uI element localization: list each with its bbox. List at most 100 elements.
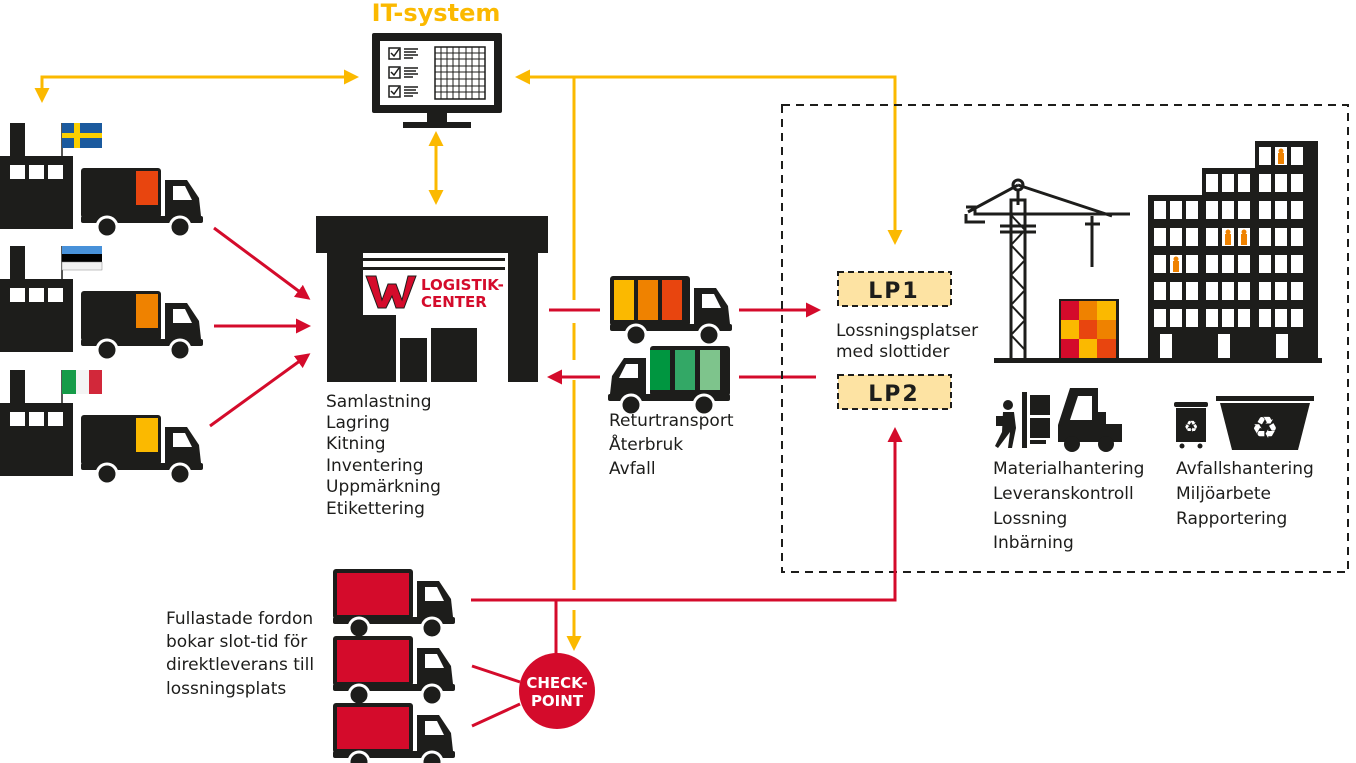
direct-delivery-caption: Fullastade fordon bokar slot-tid för dir… xyxy=(166,609,314,699)
waste-service-item: Avfallshantering xyxy=(1176,459,1314,479)
cargo-red-orange xyxy=(662,280,682,320)
unloading-caption-line2: med slottider xyxy=(836,342,950,362)
window xyxy=(1238,309,1250,327)
service-item: Kitning xyxy=(326,434,386,454)
worker-forklift-icon xyxy=(995,388,1122,452)
window xyxy=(1259,228,1271,246)
return-item: Återbruk xyxy=(609,433,683,455)
checkpoint-label-line1: CHECK- xyxy=(526,674,587,692)
caption-line: lossningsplats xyxy=(166,679,286,699)
info-flow-unloading xyxy=(515,69,903,245)
full-truck-1 xyxy=(331,567,457,640)
waste-services-list: Avfallshantering Miljöarbete Rapporterin… xyxy=(1176,459,1314,529)
material-service-item: Materialhantering xyxy=(993,459,1144,479)
window xyxy=(1206,309,1218,327)
flag-sweden-icon xyxy=(62,123,102,148)
door xyxy=(1218,334,1230,358)
supplier-sweden xyxy=(0,123,205,239)
goods-flow-to-lp2 xyxy=(471,427,903,602)
computer-monitor-icon xyxy=(372,33,502,128)
caption-line: direktleverans till xyxy=(166,655,314,675)
window xyxy=(1238,201,1250,219)
office-building-icon xyxy=(994,141,1322,363)
pallet-stack-icon xyxy=(1059,299,1119,360)
service-item: Samlastning xyxy=(326,392,432,412)
window xyxy=(1291,309,1303,327)
worker-icon xyxy=(1173,261,1179,272)
worker-head-icon xyxy=(1241,229,1247,235)
window xyxy=(1275,174,1287,192)
window xyxy=(1170,282,1182,300)
logistics-center-building-icon xyxy=(316,216,548,382)
worker-head-icon xyxy=(1278,148,1284,154)
caption-line: bokar slot-tid för xyxy=(166,632,307,652)
door xyxy=(1276,334,1288,358)
cargo-green-medium xyxy=(675,350,695,390)
window xyxy=(1259,282,1271,300)
logistics-center-services: Samlastning Lagring Kitning Inventering … xyxy=(326,392,441,519)
cargo-estonia xyxy=(136,294,158,328)
door xyxy=(1160,334,1172,358)
window xyxy=(1154,201,1166,219)
window xyxy=(1275,255,1287,273)
flag-estonia-icon xyxy=(61,246,103,271)
window xyxy=(1291,174,1303,192)
window xyxy=(1238,174,1250,192)
worker-icon xyxy=(1241,234,1247,245)
window xyxy=(1291,147,1303,165)
window xyxy=(1186,309,1198,327)
full-truck-2 xyxy=(331,634,457,707)
svg-text:♻: ♻ xyxy=(1252,411,1279,446)
supplier-estonia xyxy=(0,246,205,362)
goods-flow-sweden xyxy=(213,226,311,300)
window xyxy=(1238,255,1250,273)
window xyxy=(1186,255,1198,273)
checkpoint-feed-lines xyxy=(471,664,521,728)
window xyxy=(1259,174,1271,192)
cargo-green-dark xyxy=(650,350,670,390)
logistics-center-logo-line2: CENTER xyxy=(421,293,487,311)
unloading-caption-line1: Lossningsplatser xyxy=(836,321,978,341)
window xyxy=(1238,282,1250,300)
logistics-center-logo-line1: LOGISTIK- xyxy=(421,276,504,294)
window xyxy=(1186,282,1198,300)
recycling-containers-icon: ♻ ♻ xyxy=(1174,396,1314,450)
lp2-badge: LP2 xyxy=(837,374,952,410)
material-service-item: Lossning xyxy=(993,509,1067,529)
cargo-yellow xyxy=(614,280,634,320)
window xyxy=(1291,228,1303,246)
window xyxy=(1170,228,1182,246)
cargo-green-light xyxy=(700,350,720,390)
window xyxy=(1291,201,1303,219)
worker-head-icon xyxy=(1225,229,1231,235)
window xyxy=(1206,255,1218,273)
window xyxy=(1206,201,1218,219)
window xyxy=(1206,228,1218,246)
window xyxy=(1170,309,1182,327)
material-service-item: Leveranskontroll xyxy=(993,484,1134,504)
window xyxy=(1222,282,1234,300)
window xyxy=(1275,309,1287,327)
window xyxy=(1222,201,1234,219)
cargo-sweden xyxy=(136,171,158,205)
info-flow-suppliers xyxy=(34,69,359,103)
caption-line: Fullastade fordon xyxy=(166,609,313,629)
window xyxy=(1222,309,1234,327)
return-item: Avfall xyxy=(609,459,656,479)
cargo-italy xyxy=(136,418,158,452)
window xyxy=(1170,201,1182,219)
window xyxy=(1154,228,1166,246)
window xyxy=(1291,255,1303,273)
service-item: Etikettering xyxy=(326,499,425,519)
lp1-badge: LP1 xyxy=(837,271,952,307)
supplier-italy xyxy=(0,370,205,486)
cargo-red xyxy=(337,640,409,682)
worker-icon xyxy=(1278,153,1284,164)
cargo-red xyxy=(337,573,409,615)
vw-logo-icon xyxy=(365,275,417,309)
material-services-list: Materialhantering Leveranskontroll Lossn… xyxy=(993,459,1144,553)
checkpoint-badge[interactable]: CHECK- POINT xyxy=(519,653,595,729)
window xyxy=(1206,282,1218,300)
flag-italy-icon xyxy=(62,370,102,394)
